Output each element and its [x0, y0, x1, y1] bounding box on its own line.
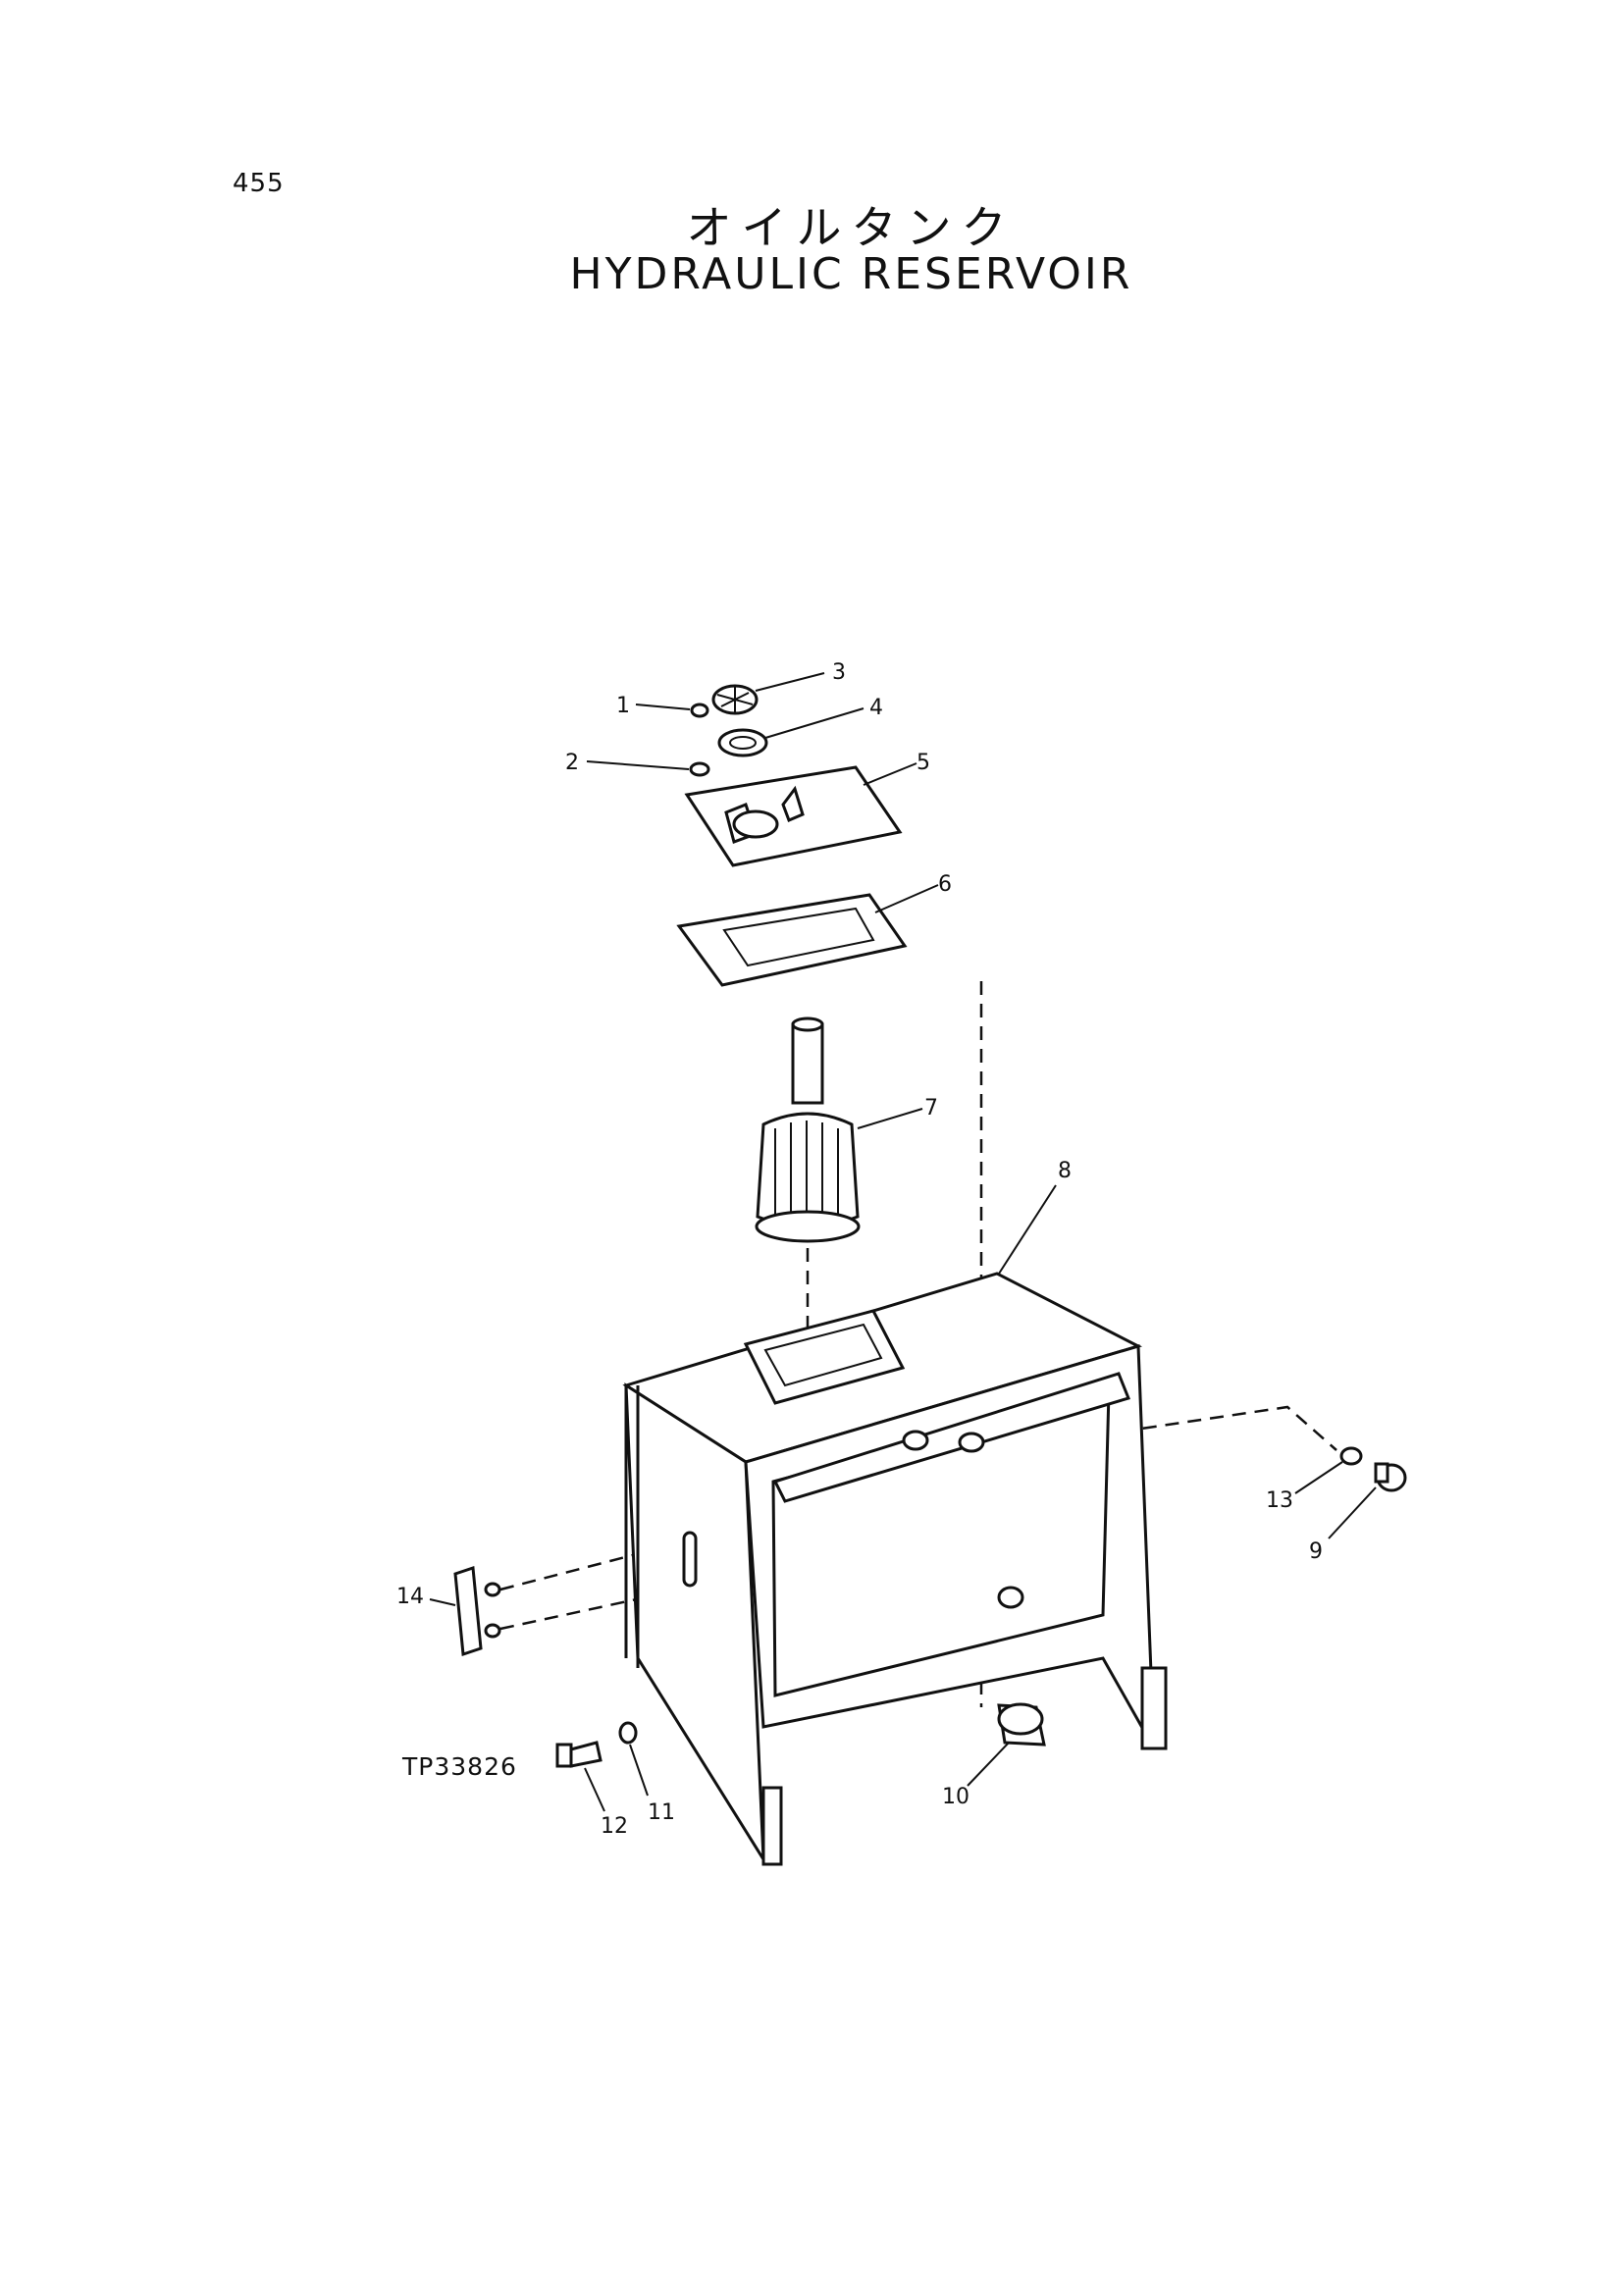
callout-6: 6 — [938, 872, 952, 897]
callout-5: 5 — [917, 751, 930, 775]
part-4-ring[interactable] — [717, 728, 768, 757]
callout-7: 7 — [924, 1096, 938, 1121]
callout-12: 12 — [601, 1814, 628, 1839]
title-japanese: オイルタンク — [686, 201, 1017, 254]
leader-3 — [755, 672, 825, 692]
part-12-bolt[interactable] — [555, 1741, 602, 1768]
page-number: 455 — [233, 169, 285, 198]
part-2-screw[interactable] — [689, 761, 710, 777]
part-5-cover-plate[interactable] — [684, 765, 903, 867]
leader-10 — [967, 1742, 1010, 1787]
leader-12 — [584, 1767, 605, 1812]
leader-1 — [635, 704, 691, 710]
leader-13 — [1294, 1461, 1343, 1494]
part-1-nut[interactable] — [690, 703, 709, 718]
guide-line-14-top — [499, 1540, 683, 1591]
callout-10: 10 — [942, 1785, 969, 1809]
callout-13: 13 — [1266, 1488, 1293, 1513]
leader-4 — [764, 707, 864, 739]
part-3-cap[interactable] — [711, 684, 759, 715]
part-6-gasket[interactable] — [676, 893, 908, 987]
callout-8: 8 — [1058, 1159, 1072, 1183]
leader-2 — [586, 760, 690, 770]
part-8-tank[interactable] — [622, 1272, 1168, 1866]
leader-14 — [429, 1598, 456, 1606]
callout-9: 9 — [1309, 1539, 1323, 1564]
leader-11 — [629, 1744, 649, 1797]
part-10-plug[interactable] — [997, 1702, 1046, 1747]
callout-11: 11 — [648, 1800, 675, 1825]
part-11-washer[interactable] — [618, 1721, 638, 1745]
title-english: HYDRAULIC RESERVOIR — [569, 249, 1133, 299]
part-9-plug[interactable] — [1374, 1462, 1407, 1492]
leader-7 — [857, 1108, 923, 1129]
part-7-filter[interactable] — [755, 1017, 861, 1243]
callout-2: 2 — [565, 751, 579, 775]
guide-line-14-bottom — [499, 1588, 683, 1631]
leader-5 — [863, 762, 917, 786]
callout-1: 1 — [616, 694, 630, 718]
part-13-oring[interactable] — [1339, 1446, 1363, 1466]
leader-6 — [874, 884, 939, 913]
callout-3: 3 — [832, 660, 846, 685]
callout-14: 14 — [396, 1585, 424, 1609]
part-14-level-gauge[interactable] — [453, 1565, 501, 1657]
drawing-code: TP33826 — [402, 1752, 517, 1781]
callout-4: 4 — [869, 696, 883, 720]
leader-9 — [1328, 1486, 1377, 1539]
leader-8 — [998, 1184, 1057, 1275]
